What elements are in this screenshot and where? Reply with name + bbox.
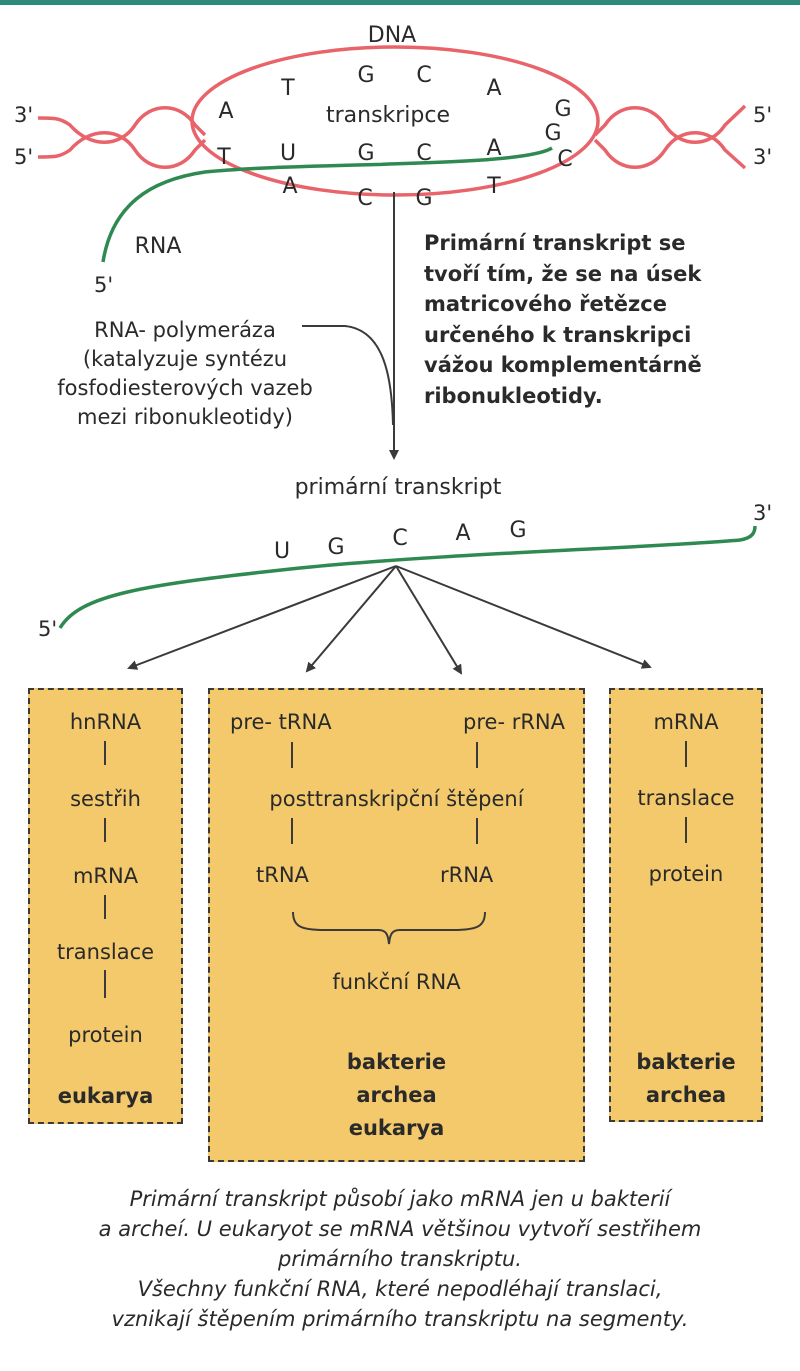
description-line: určeného k transkripci	[424, 322, 692, 347]
polymerase-line: mezi ribonukleotidy)	[77, 405, 293, 429]
base: G	[415, 186, 432, 211]
base: A	[218, 99, 233, 124]
step-hnrna: hnRNA	[69, 710, 142, 734]
dna-helix-left	[37, 106, 207, 169]
polymerase-leader-line	[302, 325, 394, 426]
caption-line: vznikají štěpením primárního transkriptu…	[111, 1307, 689, 1331]
base: G	[357, 63, 374, 88]
description-line: matricového řetězce	[424, 292, 667, 316]
caption-line: primárního transkriptu.	[278, 1247, 522, 1271]
transcript-base: U	[274, 539, 290, 564]
base: A	[486, 76, 501, 101]
polymerase-line: (katalyzuje syntézu	[82, 347, 288, 371]
caption-line: a archeí. U eukaryot se mRNA většinou vy…	[98, 1217, 702, 1241]
figure-caption: Primární transkript působí jako mRNA jen…	[0, 1184, 800, 1334]
box-functional-rna: pre- tRNA pre- rRNA posttranskripční ště…	[208, 688, 585, 1162]
transcript-5prime-label: 5'	[38, 617, 57, 641]
organism-eukarya: eukarya	[348, 1116, 445, 1140]
dna-label: DNA	[368, 23, 416, 48]
dna-helix-right	[593, 104, 747, 170]
box-prokaryote-mrna: mRNA translace protein bakterie archea	[609, 688, 763, 1122]
connector-line	[476, 818, 478, 844]
base: G	[357, 141, 374, 166]
base: T	[280, 76, 295, 101]
organism-eukarya: eukarya	[57, 1084, 154, 1108]
connector-line	[476, 742, 478, 768]
caption-line: Primární transkript působí jako mRNA jen…	[129, 1187, 671, 1211]
base: C	[416, 63, 431, 88]
base: C	[416, 141, 431, 166]
cleavage-label: posttranskripční štěpení	[269, 787, 524, 811]
connector-line	[104, 895, 106, 919]
transcription-description: Primární transkript se tvoří tím, že se …	[424, 228, 794, 411]
rna-label: RNA	[135, 234, 182, 259]
description-line: tvoří tím, že se na úsek	[424, 261, 702, 286]
base: G	[544, 121, 561, 146]
pre-trna-label: pre- tRNA	[230, 710, 332, 734]
description-line: Primární transkript se	[424, 231, 686, 255]
end-label-right-bottom: 3'	[753, 145, 772, 169]
step-translation: translace	[637, 786, 735, 810]
connector-line	[104, 741, 106, 765]
organism-list: eukarya	[30, 1080, 181, 1113]
base: U	[280, 141, 296, 166]
step-mrna: mRNA	[653, 710, 719, 734]
step-protein: protein	[648, 862, 724, 886]
base: C	[357, 186, 372, 211]
rna-strand	[101, 146, 553, 263]
description-line: vážou komplementárně	[424, 353, 702, 377]
transcript-3prime-label: 3'	[753, 501, 772, 525]
trna-label: tRNA	[256, 863, 309, 887]
functional-rna-label: funkční RNA	[332, 970, 461, 994]
step-translation: translace	[56, 940, 155, 964]
base: T	[486, 174, 501, 199]
box-eukarya-mrna: hnRNA sestřih mRNA translace protein euk…	[28, 688, 183, 1124]
transcript-base: G	[327, 535, 344, 560]
pre-rrna-label: pre- rRNA	[463, 710, 565, 734]
organism-bacteria: bakterie	[636, 1050, 736, 1074]
connector-line	[291, 818, 293, 844]
caption-line: Všechny funkční RNA, které nepodléhají t…	[137, 1277, 663, 1301]
primary-transcript-strand	[58, 525, 757, 629]
transcription-label: transkripce	[326, 103, 450, 128]
rna-5prime-label: 5'	[94, 273, 113, 297]
organism-list: bakterie archea	[611, 1046, 761, 1112]
base: G	[554, 97, 571, 122]
connector-line	[104, 818, 106, 842]
end-label-right-top: 5'	[753, 103, 772, 127]
branch-arrows	[127, 565, 652, 675]
organism-list: bakterie archea eukarya	[210, 1046, 583, 1145]
transcript-base: G	[509, 518, 526, 543]
polymerase-line: RNA- polymeráza	[94, 318, 276, 342]
connector-line	[685, 817, 687, 843]
connector-line	[685, 741, 687, 767]
end-label-left-top: 3'	[14, 103, 33, 127]
description-line: ribonukleotidy.	[424, 383, 603, 408]
primary-transcript-label: primární transkript	[295, 475, 502, 500]
connector-line	[104, 970, 106, 998]
step-mrna: mRNA	[72, 864, 139, 888]
step-splicing: sestřih	[70, 787, 141, 811]
rrna-label: rRNA	[440, 863, 494, 887]
top-color-bar	[0, 0, 800, 5]
base: T	[216, 145, 231, 170]
organism-bacteria: bakterie	[346, 1050, 447, 1074]
base: A	[486, 136, 501, 161]
connector-line	[291, 742, 293, 768]
polymerase-line: fosfodiesterových vazeb	[57, 376, 313, 400]
step-protein: protein	[68, 1023, 143, 1047]
base: C	[557, 147, 572, 172]
organism-archaea: archea	[645, 1083, 727, 1107]
transcript-base: C	[392, 526, 407, 551]
grouping-brace	[292, 911, 486, 945]
organism-archaea: archea	[356, 1083, 437, 1107]
base: A	[282, 174, 297, 199]
end-label-left-bottom: 5'	[14, 145, 33, 169]
polymerase-label: RNA- polymeráza (katalyzuje syntézu fosf…	[10, 316, 360, 432]
transcript-base: A	[455, 521, 470, 546]
